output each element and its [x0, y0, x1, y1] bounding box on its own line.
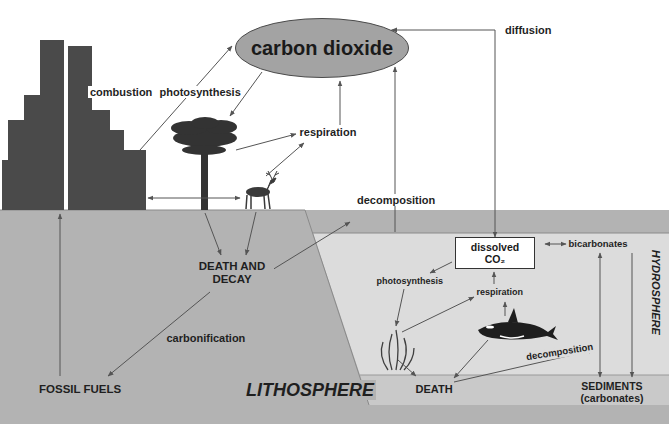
orca-fin [508, 308, 518, 323]
building [24, 95, 40, 210]
process-label: decomposition [524, 341, 596, 363]
process-label: respiration [475, 287, 526, 297]
ocean-respiration-arrow [402, 297, 474, 332]
stage-label: DEATH AND DECAY [190, 260, 274, 286]
process-label: respiration [298, 126, 359, 139]
tree-trunk [201, 148, 208, 210]
process-label: carbonification [165, 332, 248, 345]
deer-legs [246, 194, 270, 209]
lithosphere-ground [0, 210, 669, 424]
sea-floor [360, 375, 669, 405]
process-label: photosynthesis [375, 276, 446, 286]
reservoir-label: SEDIMENTS (carbonates) [564, 380, 660, 404]
exchange-arrow [148, 198, 240, 199]
node-text: dissolved CO₂ [462, 241, 528, 265]
ocean-photosynthesis-arrow [430, 262, 452, 273]
tree [171, 117, 237, 210]
reservoir-label: bicarbonates [567, 239, 630, 250]
tower [40, 40, 64, 210]
deer [246, 171, 279, 209]
ocean-respiration-arrow [494, 272, 495, 284]
bicarbonate-arrow [545, 244, 566, 245]
death-arrow [246, 212, 256, 255]
ocean-respiration-arrow [505, 302, 506, 316]
process-label: photosynthesis [158, 86, 243, 99]
respiration-arrow [236, 134, 296, 150]
reservoir-label: FOSSIL FUELS [37, 383, 123, 396]
decomposition-arrow [272, 222, 350, 270]
sphere-label: LITHOSPHERE [244, 380, 376, 401]
fossil-fuel-arrow [60, 214, 61, 376]
respiration-arrow [266, 143, 304, 176]
building [92, 110, 110, 210]
decomposition-arrow [395, 67, 396, 232]
ocean-photosynthesis-arrow [396, 289, 404, 326]
death-arrow [205, 213, 221, 255]
seaweed-blade [396, 330, 398, 370]
orca-eye-patch [486, 325, 494, 328]
deer-body [246, 187, 270, 197]
building [108, 130, 124, 210]
respiration-arrow [340, 81, 341, 125]
sediment-arrow [600, 253, 601, 377]
deer-antlers [266, 171, 279, 179]
orca-belly [500, 336, 524, 338]
building [8, 120, 26, 210]
slope-line [305, 210, 369, 405]
deer-head [267, 178, 276, 190]
city-skyline [2, 40, 146, 210]
seaweed [381, 330, 414, 370]
connector-label: diffusion [503, 24, 553, 37]
orca [478, 308, 558, 340]
dissolved-box: dissolved CO₂ [455, 237, 535, 269]
ocean-death-arrow [398, 360, 416, 376]
sediment-arrow [632, 253, 633, 377]
atmosphere-ellipse: carbon dioxide [235, 18, 409, 78]
seaweed-blade [389, 334, 392, 370]
node-text: carbon dioxide [251, 37, 393, 60]
sea-surface [313, 233, 669, 234]
ellipse-shape [236, 19, 409, 78]
tree-canopy [191, 117, 219, 129]
orca-body [478, 322, 558, 340]
stage-label: DEATH [414, 383, 455, 396]
tower [68, 46, 92, 210]
ocean-death-arrow [454, 340, 488, 378]
sea-floor-line [360, 375, 669, 376]
ocean-water [313, 233, 669, 375]
seaweed-blade [381, 342, 388, 370]
building [122, 150, 146, 210]
tree-canopy [182, 145, 226, 155]
sphere-label: HYDROSPHERE [649, 247, 662, 336]
process-arrows [60, 46, 632, 382]
process-label: decomposition [355, 194, 437, 207]
process-label: combustion [88, 86, 154, 99]
